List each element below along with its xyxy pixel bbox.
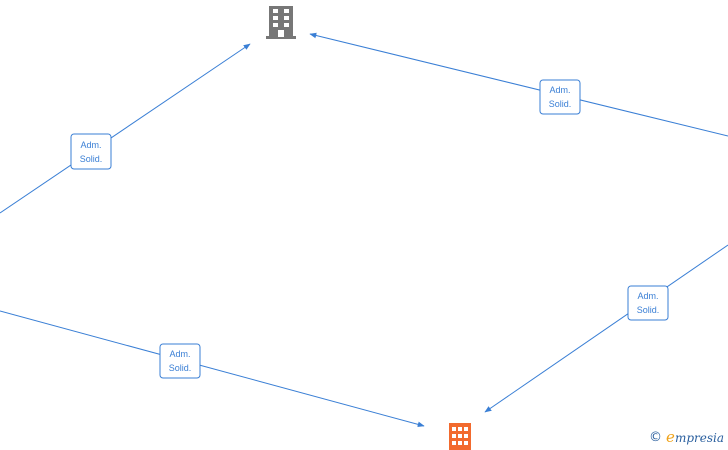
copyright-icon: © <box>649 429 663 445</box>
edge-label-line2: Solid. <box>80 154 103 164</box>
edge-line-left-top <box>0 43 251 214</box>
company-node-top[interactable] <box>266 6 296 39</box>
edge-label-line1: Adm. <box>637 291 658 301</box>
edge-label-line1: Adm. <box>169 349 190 359</box>
edge-label-line2: Solid. <box>637 305 660 315</box>
company-node-bottom[interactable] <box>449 423 471 450</box>
edge-label-line2: Solid. <box>549 99 572 109</box>
empresia-watermark: © empresia <box>649 428 724 446</box>
edge-line-left-bottom <box>0 310 425 428</box>
edge-label-right-bottom[interactable]: Adm. Solid. <box>627 285 669 321</box>
building-icon <box>449 423 471 450</box>
edge-label-line2: Solid. <box>169 363 192 373</box>
edge-line-right-top <box>309 32 728 137</box>
edge-line-right-bottom <box>484 244 728 413</box>
building-icon <box>266 6 296 39</box>
edge-label-left-bottom[interactable]: Adm. Solid. <box>159 343 201 379</box>
edge-label-line1: Adm. <box>80 140 101 150</box>
edge-label-left-top[interactable]: Adm. Solid. <box>70 133 112 170</box>
edge-label-right-top[interactable]: Adm. Solid. <box>539 79 581 115</box>
edge-label-line1: Adm. <box>549 85 570 95</box>
brand-initial: e <box>666 428 675 446</box>
brand-logo: empresia <box>666 428 724 446</box>
brand-name: mpresia <box>674 431 724 445</box>
